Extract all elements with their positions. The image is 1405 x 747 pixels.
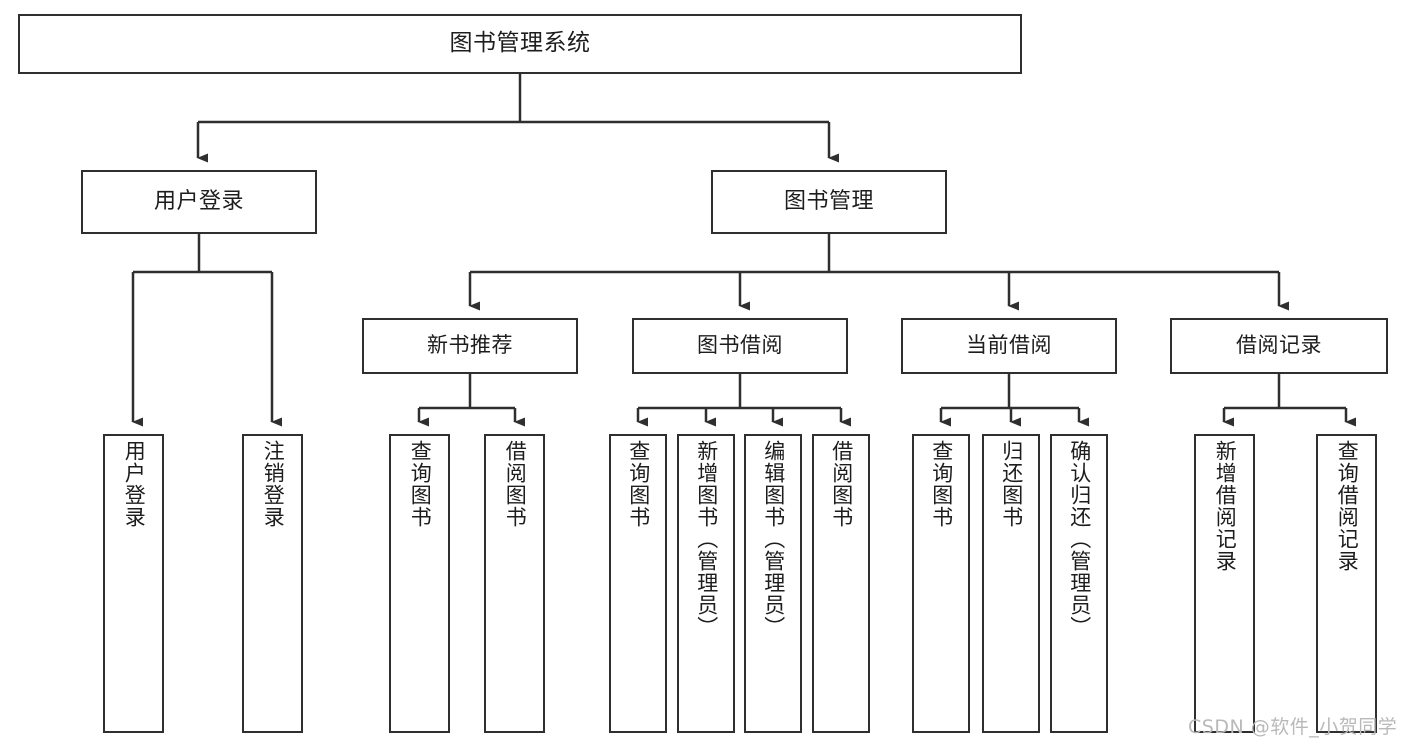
leaf-confirm-return-label: 确认归还（管理员） (1067, 440, 1092, 638)
node-borrow-record-label: 借阅记录 (1236, 333, 1322, 358)
node-root-label: 图书管理系统 (449, 30, 591, 57)
leaf-edit-book[interactable]: 编辑图书（管理员） (744, 434, 802, 733)
leaf-return-book-label: 归还图书 (999, 440, 1024, 528)
leaf-add-book-label: 新增图书（管理员） (694, 440, 719, 638)
node-current-borrow[interactable]: 当前借阅 (901, 318, 1117, 374)
csdn-watermark: CSDN @软件_小贺同学 (1188, 716, 1398, 738)
node-current-borrow-label: 当前借阅 (966, 333, 1052, 358)
leaf-add-book[interactable]: 新增图书（管理员） (677, 434, 735, 733)
leaf-query-book-rec[interactable]: 查询图书 (389, 434, 450, 733)
leaf-query-book-cur[interactable]: 查询图书 (912, 434, 970, 733)
leaf-edit-book-label: 编辑图书（管理员） (761, 440, 786, 638)
leaf-user-logout[interactable]: 注销登录 (242, 434, 303, 733)
leaf-borrow-book-rec-label: 借阅图书 (503, 440, 528, 528)
leaf-borrow-book-label: 借阅图书 (829, 440, 854, 528)
leaf-confirm-return[interactable]: 确认归还（管理员） (1050, 434, 1108, 733)
node-book-borrow-label: 图书借阅 (697, 333, 783, 358)
leaf-user-login-label: 用户登录 (122, 440, 147, 528)
node-book-manage[interactable]: 图书管理 (711, 170, 947, 234)
leaf-query-record-label: 查询借阅记录 (1335, 440, 1360, 572)
node-book-borrow[interactable]: 图书借阅 (632, 318, 848, 374)
leaf-query-record[interactable]: 查询借阅记录 (1316, 434, 1377, 733)
node-user-login[interactable]: 用户登录 (81, 170, 317, 234)
leaf-user-login[interactable]: 用户登录 (103, 434, 164, 733)
node-new-book-rec-label: 新书推荐 (427, 333, 513, 358)
leaf-return-book[interactable]: 归还图书 (982, 434, 1040, 733)
leaf-query-book-borrow[interactable]: 查询图书 (609, 434, 667, 733)
leaf-add-record[interactable]: 新增借阅记录 (1194, 434, 1255, 733)
leaf-borrow-book-rec[interactable]: 借阅图书 (484, 434, 545, 733)
node-borrow-record[interactable]: 借阅记录 (1170, 318, 1388, 374)
node-new-book-rec[interactable]: 新书推荐 (362, 318, 578, 374)
leaf-query-book-cur-label: 查询图书 (929, 440, 954, 528)
node-root[interactable]: 图书管理系统 (18, 14, 1022, 74)
leaf-borrow-book[interactable]: 借阅图书 (812, 434, 870, 733)
node-book-manage-label: 图书管理 (783, 188, 874, 214)
leaf-add-record-label: 新增借阅记录 (1213, 440, 1238, 572)
leaf-user-logout-label: 注销登录 (261, 440, 286, 528)
leaf-query-book-rec-label: 查询图书 (408, 440, 433, 528)
node-user-login-label: 用户登录 (153, 188, 244, 214)
leaf-query-book-borrow-label: 查询图书 (626, 440, 651, 528)
